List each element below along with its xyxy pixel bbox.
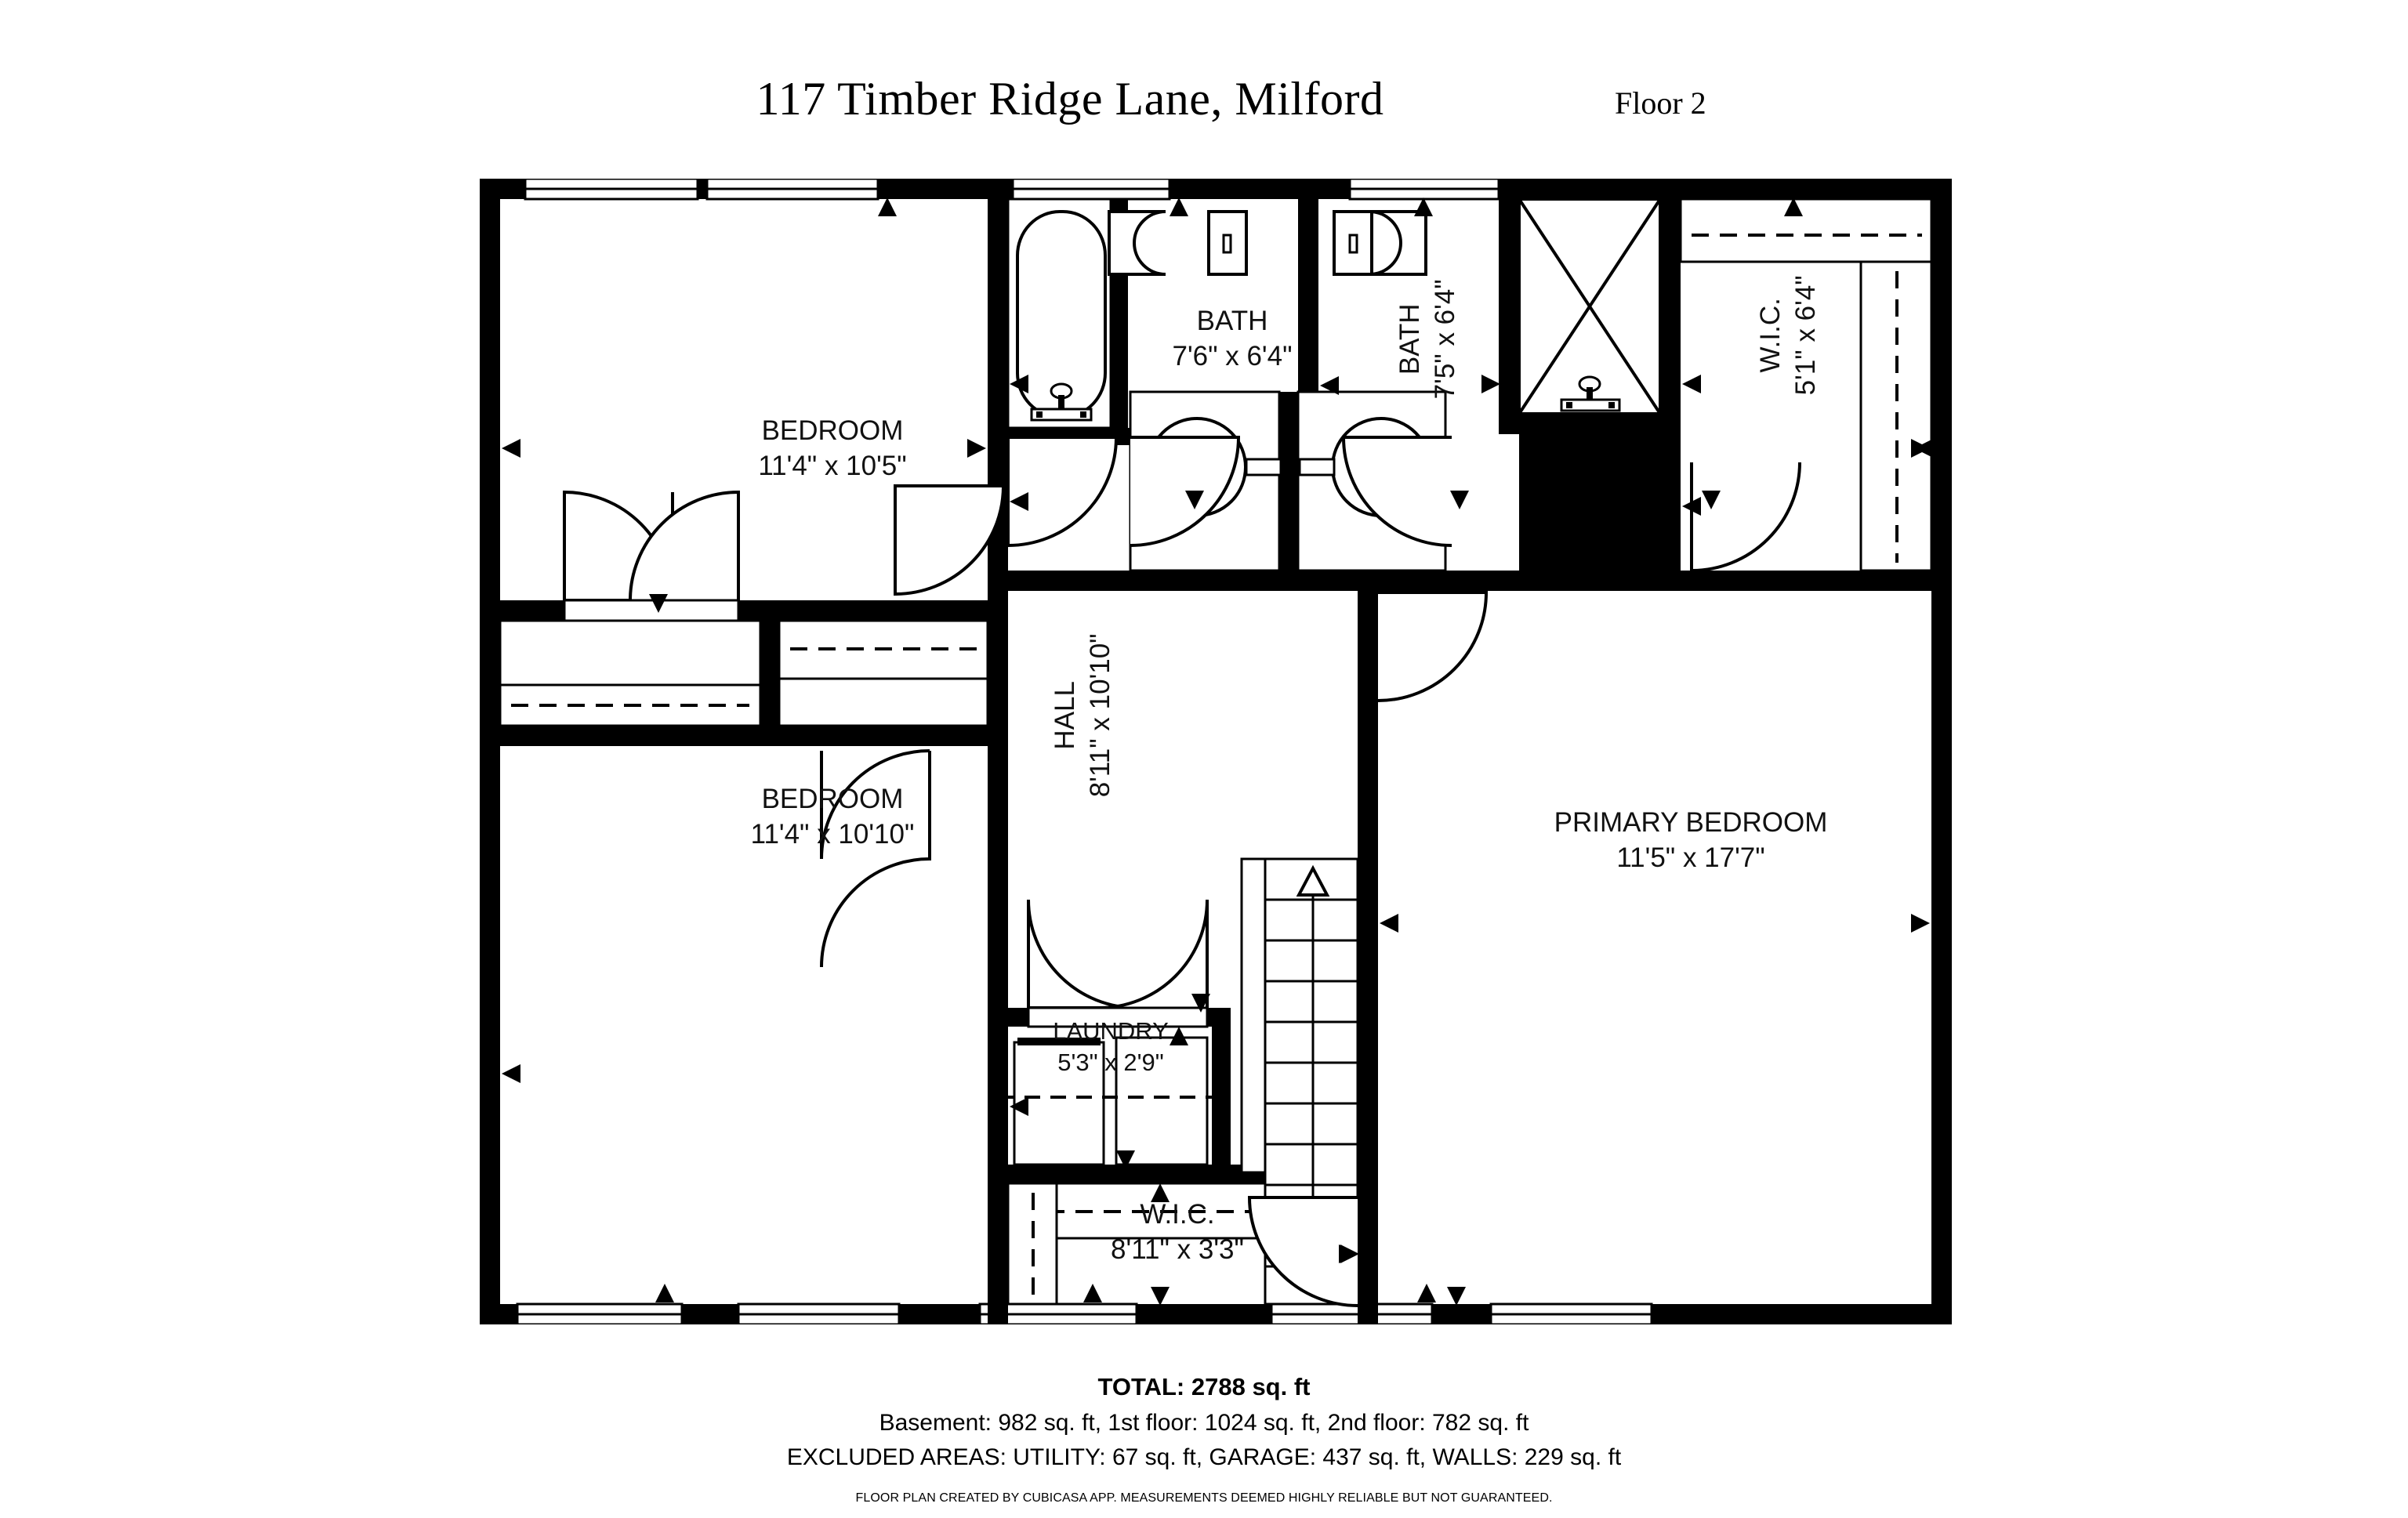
door-wic-bottom [1247, 1196, 1358, 1307]
bathtub-icon [1016, 210, 1107, 422]
exterior-walls [480, 179, 1952, 1324]
window-top-2 [705, 179, 879, 201]
closet-left-upper [499, 619, 762, 727]
room-label-bedroom-upper-left: BEDROOM 11'4" x 10'5" [691, 414, 974, 484]
plan-svg [480, 179, 1952, 1324]
door-bath-left-inner [1130, 436, 1241, 547]
dimension-markers [502, 197, 1933, 1306]
room-label-bath-right: BATH 7'5" x 6'4" [1393, 237, 1463, 441]
door-primary-bedroom [1377, 591, 1489, 702]
room-name: W.I.C. [1755, 298, 1786, 373]
room-name: W.I.C. [1140, 1199, 1215, 1230]
window-bottom-1 [516, 1302, 684, 1324]
room-dims: 8'11" x 10'10" [1085, 633, 1115, 798]
window-bottom-2 [737, 1302, 901, 1324]
floor-plan-drawing: BEDROOM 11'4" x 10'5" BEDROOM 11'4" x 10… [480, 179, 1952, 1324]
window-bottom-5 [1489, 1302, 1653, 1324]
footer-disclaimer: FLOOR PLAN CREATED BY CUBICASA APP. MEAS… [855, 1491, 1553, 1505]
room-name: BATH [1196, 306, 1268, 336]
door-bath-right [1341, 436, 1452, 547]
toilet-icon-1 [1108, 210, 1248, 276]
wic-upper-right-shelves [1679, 197, 1933, 572]
room-name: HALL [1050, 681, 1081, 750]
room-name: BATH [1394, 303, 1426, 375]
window-top-3 [1011, 179, 1171, 201]
room-dims: 5'3" x 2'9" [1057, 1048, 1164, 1076]
floor-label: Floor 2 [1615, 85, 1706, 121]
room-label-wic-bottom: W.I.C. 8'11" x 3'3" [1021, 1197, 1334, 1268]
door-closet-upper-left [563, 490, 740, 622]
window-top-4 [1348, 179, 1500, 201]
room-name: PRIMARY BEDROOM [1554, 807, 1828, 838]
room-name: BEDROOM [761, 784, 904, 814]
room-outlines [1006, 197, 1112, 429]
room-dims: 8'11" x 3'3" [1111, 1234, 1244, 1265]
closet-left-lower [778, 619, 989, 727]
door-bath-left-hall [1006, 436, 1119, 548]
footer-total: TOTAL: 2788 sq. ft [1097, 1373, 1311, 1400]
interior-walls [480, 179, 1952, 1324]
room-label-laundry: LAUNDRY 5'3" x 2'9" [997, 1016, 1224, 1078]
room-dims: 11'5" x 17'7" [1616, 842, 1765, 873]
room-label-bedroom-lower-left: BEDROOM 11'4" x 10'10" [691, 782, 974, 853]
room-label-hall: HALL 8'11" x 10'10" [1048, 582, 1119, 849]
door-bedroom-lower-left [820, 749, 931, 968]
door-laundry [1027, 899, 1209, 1028]
washer-icon [1013, 1038, 1105, 1166]
room-dims: 11'4" x 10'10" [750, 818, 915, 850]
footer-breakdown: Basement: 982 sq. ft, 1st floor: 1024 sq… [879, 1410, 1529, 1436]
door-bedroom-upper-left [894, 484, 1006, 596]
footer-excluded: EXCLUDED AREAS: UTILITY: 67 sq. ft, GARA… [786, 1444, 1622, 1470]
dryer-icon [1115, 1036, 1209, 1166]
stairs-up-arrow [1296, 864, 1330, 897]
room-dims: 7'5" x 6'4" [1430, 279, 1460, 400]
room-dims: 11'4" x 10'5" [758, 450, 907, 481]
toilet-icon-2 [1333, 210, 1427, 276]
doors [563, 436, 1801, 1307]
window-top-1 [524, 179, 699, 201]
room-name: BEDROOM [761, 415, 904, 446]
closet-shelves [499, 197, 1933, 1306]
window-bottom-4 [1270, 1302, 1434, 1324]
windows [516, 179, 1653, 1324]
room-label-primary-bedroom: PRIMARY BEDROOM 11'5" x 17'7" [1503, 806, 1879, 876]
room-name: LAUNDRY [1053, 1017, 1169, 1045]
laundry-fixtures [999, 1036, 1220, 1166]
shower-icon [1518, 197, 1662, 415]
room-label-wic-upper-right: W.I.C. 5'1" x 6'4" [1753, 226, 1824, 445]
room-dims: 7'6" x 6'4" [1172, 340, 1293, 371]
door-wic-upper-right [1690, 462, 1801, 573]
room-dims: 5'1" x 6'4" [1790, 275, 1821, 396]
room-label-bath-left: BATH 7'6" x 6'4" [1130, 304, 1334, 375]
page-title: 117 Timber Ridge Lane, Milford [756, 73, 1384, 125]
